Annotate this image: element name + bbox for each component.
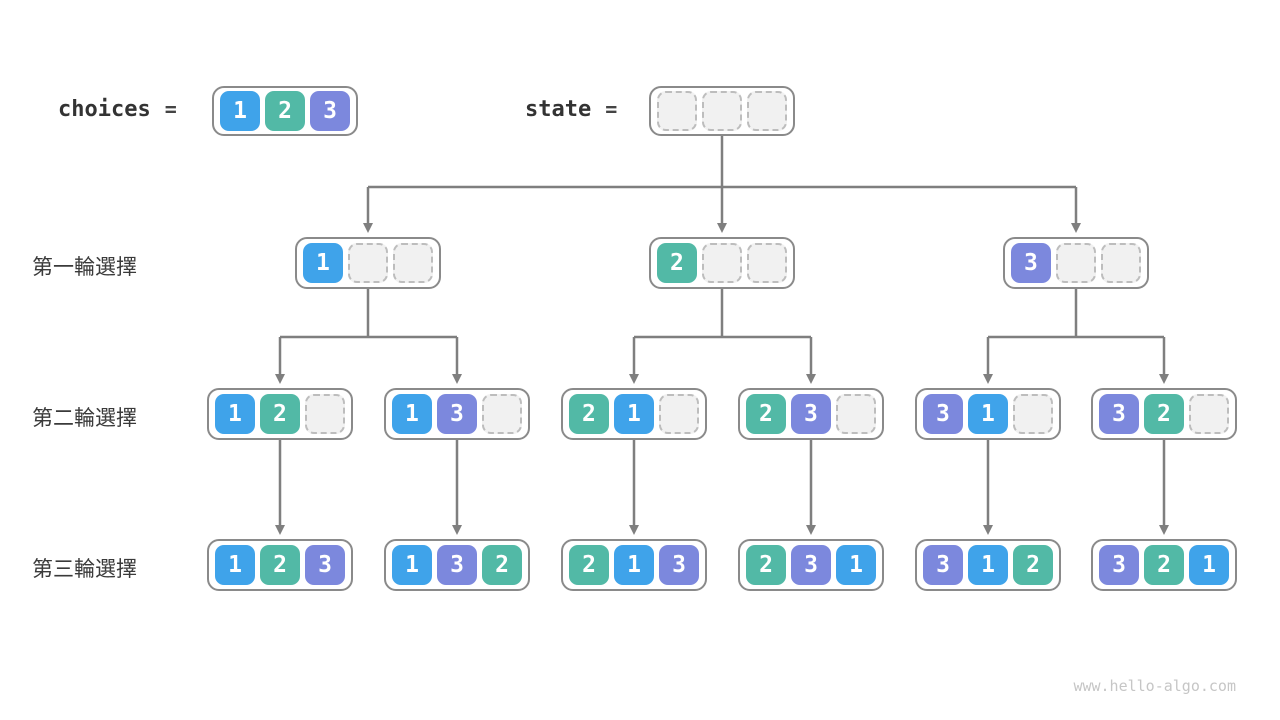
arrowhead [1159, 374, 1169, 384]
value-cell: 3 [1011, 243, 1051, 283]
value-cell: 2 [1013, 545, 1053, 585]
value-cell: 1 [967, 394, 1008, 434]
arrowhead [806, 374, 816, 384]
empty-cell [1188, 394, 1229, 434]
row-label: 第二輪選擇 [32, 407, 137, 430]
arrowhead [452, 525, 462, 535]
arrowhead [629, 525, 639, 535]
value-cell: 3 [923, 394, 963, 434]
value-cell: 1 [613, 394, 654, 434]
choices-label-text: choices [58, 97, 151, 122]
value-cell: 3 [659, 545, 699, 585]
state-node: 2 [649, 237, 795, 289]
value-cell: 2 [260, 545, 300, 585]
value-cell: 3 [790, 394, 831, 434]
arrowhead [983, 374, 993, 384]
arrowhead [275, 374, 285, 384]
empty-cell [392, 243, 433, 283]
empty-cell [304, 394, 345, 434]
arrowhead [363, 223, 373, 233]
choices-equals-sign: = [164, 97, 177, 121]
arrowhead [629, 374, 639, 384]
value-cell: 1 [968, 545, 1008, 585]
empty-cell [658, 394, 699, 434]
value-cell: 1 [303, 243, 343, 283]
value-cell: 2 [569, 394, 609, 434]
empty-cell [1055, 243, 1096, 283]
value-cell: 1 [220, 91, 260, 131]
empty-cell [746, 243, 787, 283]
state-label: state = [525, 97, 617, 122]
watermark: www.hello-algo.com [1073, 677, 1236, 695]
empty-cell [747, 91, 787, 131]
arrowhead [275, 525, 285, 535]
empty-cell [835, 394, 876, 434]
arrowhead [1159, 525, 1169, 535]
value-cell: 2 [1144, 545, 1184, 585]
empty-cell [1012, 394, 1053, 434]
value-cell: 2 [265, 91, 305, 131]
choices-label: choices = [58, 97, 177, 122]
value-cell: 2 [482, 545, 522, 585]
value-cell: 3 [305, 545, 345, 585]
value-cell: 2 [746, 394, 786, 434]
row-label: 第三輪選擇 [32, 558, 137, 581]
value-cell: 1 [836, 545, 876, 585]
empty-cell [701, 243, 742, 283]
value-cell: 3 [1099, 394, 1139, 434]
value-cell: 1 [392, 545, 432, 585]
value-cell: 2 [746, 545, 786, 585]
value-cell: 2 [569, 545, 609, 585]
state-equals-sign: = [605, 97, 618, 121]
state-label-text: state [525, 97, 592, 122]
value-cell: 2 [259, 394, 300, 434]
state-node: 1 [295, 237, 441, 289]
state-array-box [649, 86, 795, 136]
empty-cell [702, 91, 742, 131]
state-node: 3 [1003, 237, 1149, 289]
empty-cell [481, 394, 522, 434]
value-cell: 1 [392, 394, 432, 434]
arrowhead [452, 374, 462, 384]
value-cell: 1 [614, 545, 654, 585]
row-label: 第一輪選擇 [32, 256, 137, 279]
value-cell: 1 [1189, 545, 1229, 585]
value-cell: 3 [923, 545, 963, 585]
value-cell: 2 [1143, 394, 1184, 434]
arrowhead [806, 525, 816, 535]
empty-cell [347, 243, 388, 283]
value-cell: 3 [1099, 545, 1139, 585]
value-cell: 3 [310, 91, 350, 131]
value-cell: 1 [215, 545, 255, 585]
empty-cell [1100, 243, 1141, 283]
value-cell: 3 [436, 394, 477, 434]
arrowhead [717, 223, 727, 233]
value-cell: 2 [657, 243, 697, 283]
value-cell: 3 [791, 545, 831, 585]
value-cell: 3 [437, 545, 477, 585]
empty-cell [657, 91, 697, 131]
value-cell: 1 [215, 394, 255, 434]
arrowhead [983, 525, 993, 535]
arrowhead [1071, 223, 1081, 233]
